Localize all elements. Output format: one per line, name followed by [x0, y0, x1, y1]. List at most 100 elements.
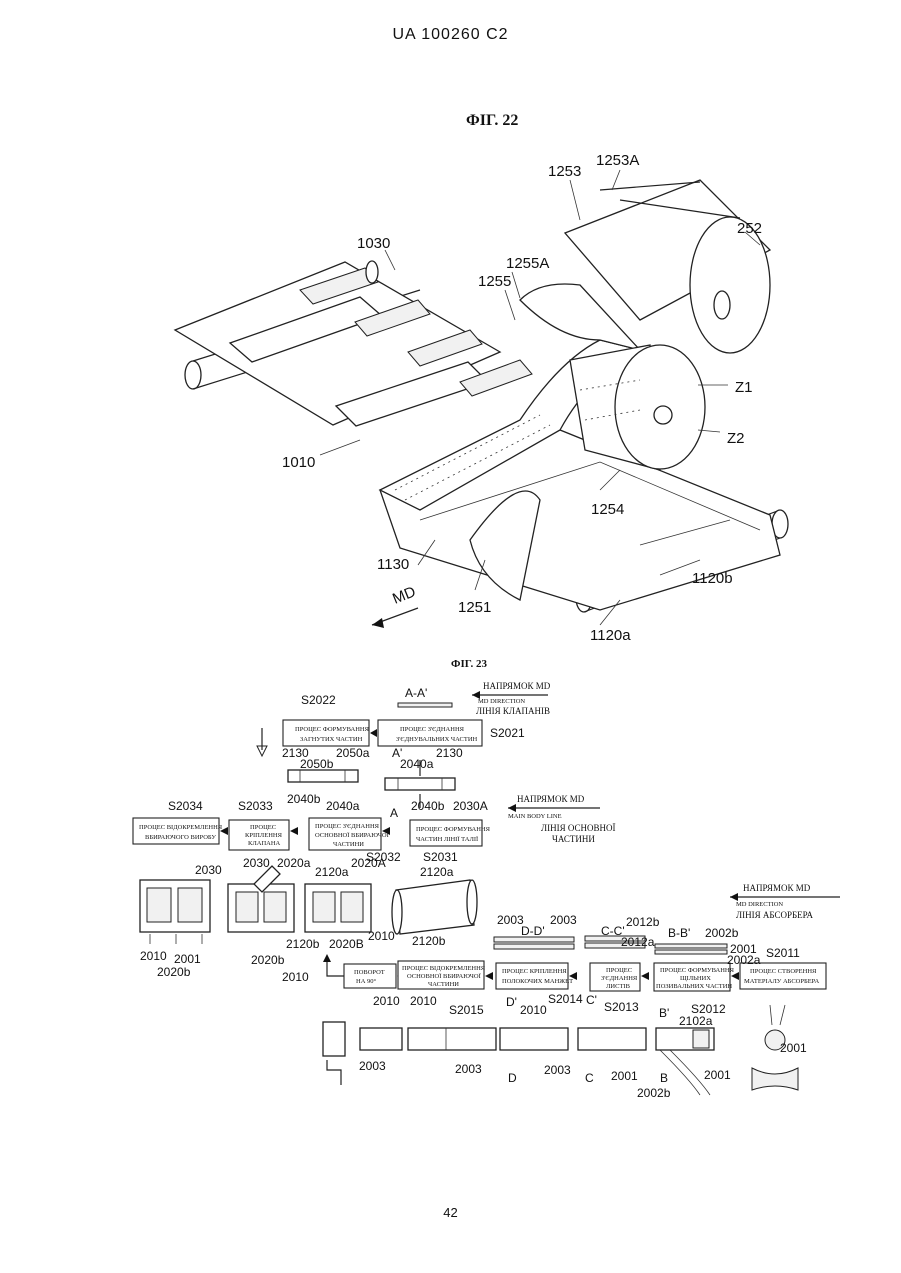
- svg-text:S2033: S2033: [238, 799, 273, 813]
- svg-text:ЛІНІЯ ОСНОВНОЇ: ЛІНІЯ ОСНОВНОЇ: [541, 823, 615, 833]
- legend-main-line: НАПРЯМОК MD MAIN BODY LINE ЛІНІЯ ОСНОВНО…: [508, 794, 615, 844]
- svg-text:2040b: 2040b: [287, 792, 321, 806]
- box-s2012: ПРОЦЕС ФОРМУВАННЯ ЩІЛЬНИХ ПОЗИВАЛЬНИХ ЧА…: [654, 963, 735, 991]
- svg-text:ЧАСТИН ЛІНІЇ ТАЛІЇ: ЧАСТИН ЛІНІЇ ТАЛІЇ: [416, 836, 478, 843]
- svg-text:2002a: 2002a: [727, 953, 761, 967]
- strip-main-joined: [305, 884, 371, 932]
- section-aa: A-A': [398, 686, 452, 707]
- svg-text:2020A: 2020A: [351, 856, 386, 870]
- svg-text:ПРОЦЕС КРІПЛЕННЯ: ПРОЦЕС КРІПЛЕННЯ: [502, 968, 567, 975]
- svg-text:ПРОЦЕС СТВОРЕННЯ: ПРОЦЕС СТВОРЕННЯ: [750, 968, 817, 975]
- svg-text:2020b: 2020b: [251, 953, 285, 967]
- svg-text:2003: 2003: [497, 913, 524, 927]
- svg-text:МАТЕРІАЛУ АБСОРБЕРА: МАТЕРІАЛУ АБСОРБЕРА: [744, 978, 819, 985]
- box-s2015: ПРОЦЕС ВІДОКРЕМЛЕННЯ ОСНОВНОЇ ВБИРАЮЧОЇ …: [398, 961, 486, 989]
- svg-text:2020a: 2020a: [277, 856, 311, 870]
- svg-text:2120b: 2120b: [286, 937, 320, 951]
- svg-text:ОСНОВНОЇ ВБИРАЮЧОЇ: ОСНОВНОЇ ВБИРАЮЧОЇ: [407, 973, 481, 980]
- svg-text:З'ЄДНУВАЛЬНИХ ЧАСТИН: З'ЄДНУВАЛЬНИХ ЧАСТИН: [396, 736, 478, 743]
- svg-text:ПРОЦЕС: ПРОЦЕС: [250, 824, 276, 831]
- svg-text:ЛІНІЯ КЛАПАНІВ: ЛІНІЯ КЛАПАНІВ: [476, 706, 550, 716]
- svg-text:ПОЗИВАЛЬНИХ ЧАСТИН: ПОЗИВАЛЬНИХ ЧАСТИН: [656, 983, 732, 990]
- legend-absorber-line: НАПРЯМОК MD MD DIRECTION ЛІНІЯ АБСОРБЕРА: [730, 883, 840, 920]
- svg-text:НАПРЯМОК MD: НАПРЯМОК MD: [743, 883, 811, 893]
- svg-text:A-A': A-A': [405, 686, 427, 700]
- svg-text:ПРОЦЕС ФОРМУВАННЯ: ПРОЦЕС ФОРМУВАННЯ: [416, 826, 491, 833]
- box-s2013: ПРОЦЕС З'ЄДНАННЯ ЛИСТІВ: [590, 963, 640, 991]
- svg-text:ЩІЛЬНИХ: ЩІЛЬНИХ: [680, 975, 711, 982]
- box-s2021: ПРОЦЕС З'ЄДНАННЯ З'ЄДНУВАЛЬНИХ ЧАСТИН: [378, 720, 482, 746]
- svg-text:ПРОЦЕС ФОРМУВАННЯ: ПРОЦЕС ФОРМУВАННЯ: [660, 967, 735, 974]
- svg-text:ОСНОВНОЇ ВБИРАЮЧОЇ: ОСНОВНОЇ ВБИРАЮЧОЇ: [315, 832, 389, 839]
- svg-text:ПОВОРОТ: ПОВОРОТ: [354, 969, 385, 976]
- svg-text:2010: 2010: [140, 949, 167, 963]
- svg-text:ЧАСТИНИ: ЧАСТИНИ: [333, 841, 364, 848]
- svg-text:2020B: 2020B: [329, 937, 364, 951]
- svg-text:2040b: 2040b: [411, 799, 445, 813]
- box-rotate: ПОВОРОТ НА 90°: [323, 954, 396, 988]
- svg-text:ПРОЦЕС ВІДОКРЕМЛЕННЯ: ПРОЦЕС ВІДОКРЕМЛЕННЯ: [139, 824, 223, 831]
- svg-text:2001: 2001: [780, 1041, 807, 1055]
- svg-text:C: C: [585, 1071, 594, 1085]
- svg-text:2003: 2003: [550, 913, 577, 927]
- svg-text:2040a: 2040a: [400, 757, 434, 771]
- svg-text:2102a: 2102a: [679, 1014, 713, 1028]
- svg-text:2130: 2130: [436, 746, 463, 760]
- svg-text:ПРОЦЕС З'ЄДНАННЯ: ПРОЦЕС З'ЄДНАННЯ: [315, 823, 380, 830]
- svg-text:З'ЄДНАННЯ: З'ЄДНАННЯ: [601, 975, 638, 982]
- svg-text:ЛІНІЯ АБСОРБЕРА: ЛІНІЯ АБСОРБЕРА: [736, 910, 813, 920]
- svg-text:КЛАПАНА: КЛАПАНА: [248, 840, 281, 847]
- svg-text:2040a: 2040a: [326, 799, 360, 813]
- box-s2032: ПРОЦЕС З'ЄДНАННЯ ОСНОВНОЇ ВБИРАЮЧОЇ ЧАСТ…: [309, 818, 389, 850]
- svg-text:2030: 2030: [195, 863, 222, 877]
- svg-text:2001: 2001: [704, 1068, 731, 1082]
- svg-text:2002b: 2002b: [637, 1086, 671, 1100]
- svg-text:MD DIRECTION: MD DIRECTION: [736, 901, 783, 908]
- svg-text:2010: 2010: [410, 994, 437, 1008]
- strip-2050: [288, 770, 358, 782]
- svg-text:2050a: 2050a: [336, 746, 370, 760]
- svg-text:B-B': B-B': [668, 926, 690, 940]
- svg-text:MAIN BODY LINE: MAIN BODY LINE: [508, 813, 562, 820]
- svg-text:2010: 2010: [368, 929, 395, 943]
- svg-text:2120a: 2120a: [420, 865, 454, 879]
- svg-text:B: B: [660, 1071, 668, 1085]
- strip-valve-products: [140, 880, 210, 944]
- svg-text:2012b: 2012b: [626, 915, 660, 929]
- svg-text:S2015: S2015: [449, 1003, 484, 1017]
- svg-text:D: D: [508, 1071, 517, 1085]
- svg-text:B': B': [659, 1006, 669, 1020]
- svg-text:ЧАСТИНИ: ЧАСТИНИ: [552, 834, 595, 844]
- svg-text:ПРОЦЕС ВІДОКРЕМЛЕННЯ: ПРОЦЕС ВІДОКРЕМЛЕННЯ: [402, 965, 486, 972]
- svg-text:A: A: [390, 806, 398, 820]
- svg-text:НАПРЯМОК MD: НАПРЯМОК MD: [517, 794, 585, 804]
- svg-text:2030A: 2030A: [453, 799, 488, 813]
- svg-text:ПРОЦЕС: ПРОЦЕС: [606, 967, 632, 974]
- box-s2033: ПРОЦЕС КРІПЛЕННЯ КЛАПАНА: [229, 820, 289, 850]
- svg-text:2010: 2010: [282, 970, 309, 984]
- box-s2014: ПРОЦЕС КРІПЛЕННЯ ПОЛОКОЧИХ МАНЖЕТ: [496, 963, 573, 989]
- legend-valve-line: НАПРЯМОК MD MD DIRECTION ЛІНІЯ КЛАПАНІВ: [472, 681, 551, 716]
- svg-text:2001: 2001: [611, 1069, 638, 1083]
- svg-text:S2013: S2013: [604, 1000, 639, 1014]
- svg-text:S2022: S2022: [301, 693, 336, 707]
- svg-text:2020b: 2020b: [157, 965, 191, 979]
- box-s2031: ПРОЦЕС ФОРМУВАННЯ ЧАСТИН ЛІНІЇ ТАЛІЇ: [410, 820, 491, 846]
- svg-text:S2014: S2014: [548, 992, 583, 1006]
- box-s2034: ПРОЦЕС ВІДОКРЕМЛЕННЯ ВБИРАЮЧОГО ВИРОБУ: [133, 818, 223, 844]
- svg-text:ЗАГНУТИХ ЧАСТИН: ЗАГНУТИХ ЧАСТИН: [300, 736, 363, 743]
- svg-text:2120a: 2120a: [315, 865, 349, 879]
- section-dd: [494, 937, 574, 949]
- svg-text:2010: 2010: [520, 1003, 547, 1017]
- section-bb: [655, 944, 727, 954]
- svg-text:S2021: S2021: [490, 726, 525, 740]
- svg-text:D-D': D-D': [521, 924, 545, 938]
- svg-text:C': C': [586, 993, 597, 1007]
- svg-text:ПОЛОКОЧИХ МАНЖЕТ: ПОЛОКОЧИХ МАНЖЕТ: [502, 978, 573, 985]
- svg-text:2120b: 2120b: [412, 934, 446, 948]
- svg-text:ПРОЦЕС ФОРМУВАННЯ: ПРОЦЕС ФОРМУВАННЯ: [295, 726, 370, 733]
- svg-text:КРІПЛЕННЯ: КРІПЛЕННЯ: [245, 832, 283, 839]
- svg-text:2003: 2003: [455, 1062, 482, 1076]
- strip-waist: [392, 880, 477, 934]
